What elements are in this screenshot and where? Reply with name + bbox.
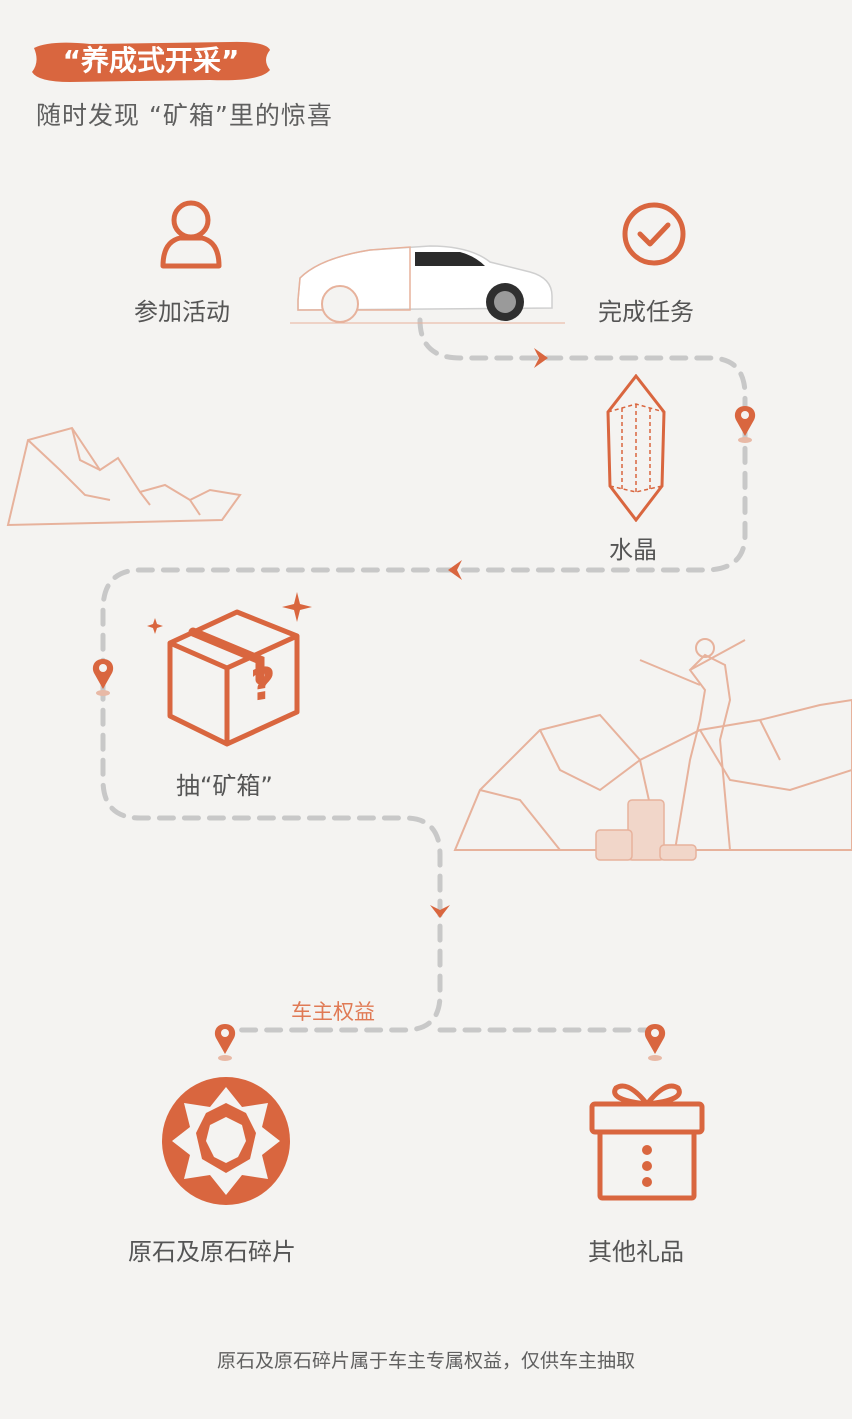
route-arrow-left bbox=[448, 560, 462, 580]
location-pin-icon bbox=[214, 1024, 236, 1061]
location-pin-icon bbox=[734, 406, 756, 443]
owner-rights-label: 车主权益 bbox=[291, 1000, 375, 1024]
location-pin-icon bbox=[92, 659, 114, 696]
header-tag-text: “养成式开采” bbox=[62, 44, 240, 77]
checkmark-circle-icon bbox=[621, 201, 687, 267]
mountain-sketch bbox=[6, 426, 242, 527]
gift-box-icon bbox=[588, 1080, 706, 1202]
svg-text:?: ? bbox=[250, 657, 276, 712]
step-crystal-label: 水晶 bbox=[609, 536, 657, 564]
coin-stack-sketch bbox=[595, 799, 697, 861]
step-stone-label: 原石及原石碎片 bbox=[128, 1238, 296, 1266]
crystal-icon bbox=[604, 373, 668, 523]
subtitle: 随时发现 “矿箱”里的惊喜 bbox=[36, 101, 333, 130]
step-complete-label: 完成任务 bbox=[598, 298, 694, 326]
car-image bbox=[290, 238, 565, 328]
header-tag: “养成式开采” bbox=[30, 38, 272, 84]
route-arrow-right bbox=[534, 348, 548, 368]
gem-stone-icon bbox=[158, 1073, 294, 1209]
route-arrow-down bbox=[430, 905, 450, 918]
brush-stroke-bg bbox=[32, 41, 270, 82]
step-gifts-label: 其他礼品 bbox=[588, 1238, 684, 1266]
footnote: 原石及原石碎片属于车主专属权益，仅供车主抽取 bbox=[216, 1350, 635, 1372]
step-join-label: 参加活动 bbox=[134, 298, 230, 326]
dashed-route bbox=[100, 317, 748, 1033]
location-pin-icon bbox=[644, 1024, 666, 1061]
mystery-box-icon: ? bbox=[145, 588, 315, 753]
step-draw-box-label: 抽“矿箱” bbox=[176, 772, 273, 800]
user-icon bbox=[158, 198, 224, 270]
